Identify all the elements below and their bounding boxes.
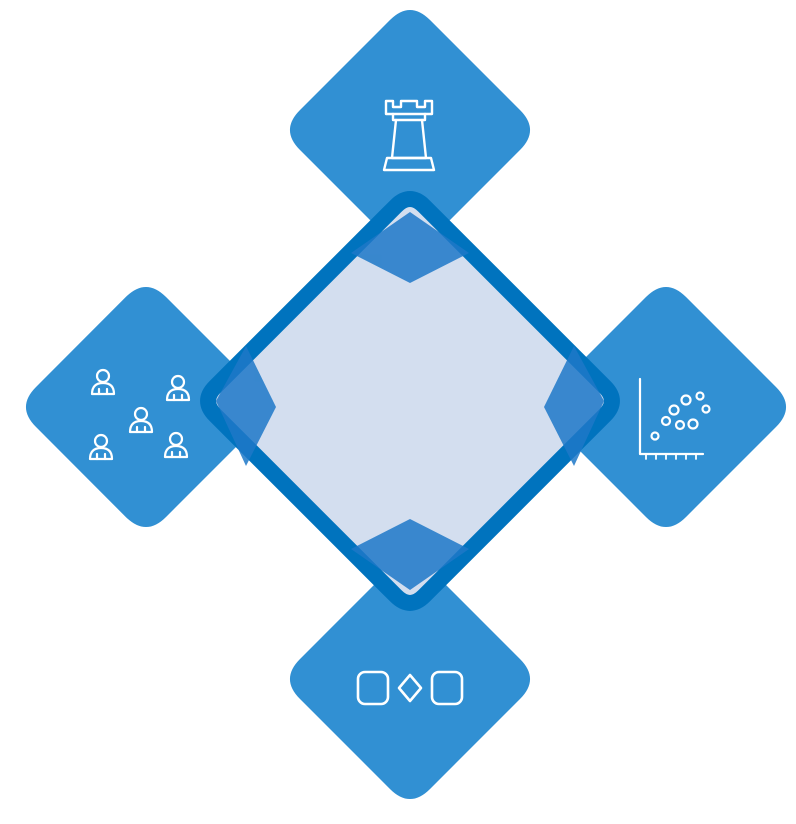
process-flow-icon — [356, 670, 464, 706]
person-icon — [128, 406, 154, 434]
outer-tiles — [25, 9, 787, 800]
top-tile — [289, 9, 531, 251]
top-overlap — [351, 212, 469, 283]
left-tile — [25, 286, 267, 528]
person-icon — [90, 368, 116, 396]
right-tile — [545, 286, 787, 528]
person-icon — [163, 431, 189, 459]
bottom-overlap — [351, 519, 469, 590]
people-group-icon — [88, 368, 191, 461]
bottom-tile — [289, 558, 531, 800]
scatter-plot-icon — [638, 377, 711, 460]
person-icon — [165, 374, 191, 402]
overlap-regions — [216, 212, 604, 590]
strategy-tower-icon — [382, 99, 436, 172]
right-overlap — [544, 346, 604, 466]
left-overlap — [216, 346, 276, 466]
center-diamond — [200, 191, 620, 611]
person-icon — [88, 433, 114, 461]
